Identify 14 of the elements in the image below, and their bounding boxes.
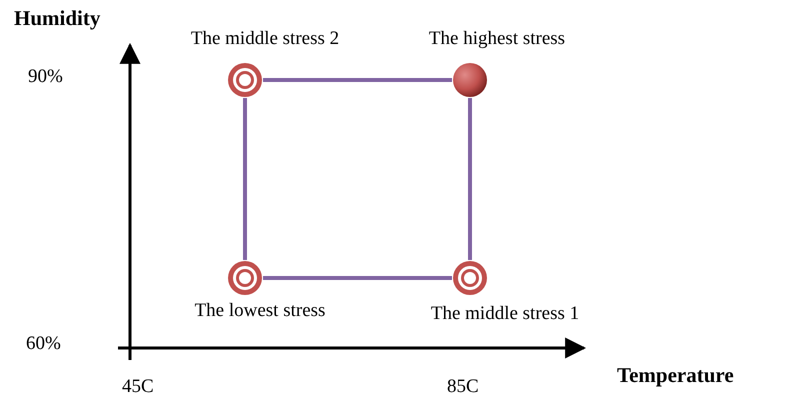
connector-line: [468, 98, 472, 260]
point-label: The middle stress 2: [190, 28, 340, 50]
tick-label: 60%: [26, 333, 61, 355]
connector-line: [263, 276, 452, 280]
axis-title: Temperature: [617, 363, 734, 388]
point-label: The lowest stress: [194, 300, 326, 322]
point-label: The middle stress 1: [430, 303, 580, 325]
tick-label: 45C: [122, 376, 154, 398]
connector-line: [243, 98, 247, 260]
axis-title: Humidity: [14, 6, 100, 31]
connector-line: [263, 78, 452, 82]
tick-label: 85C: [447, 376, 479, 398]
point-label: The highest stress: [428, 28, 566, 50]
tick-label: 90%: [28, 66, 63, 88]
